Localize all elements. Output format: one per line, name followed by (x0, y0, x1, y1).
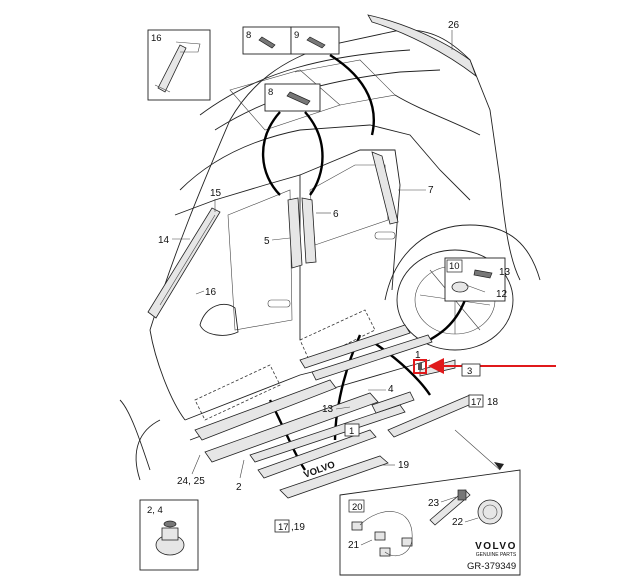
brand-subtitle: GENUINE PARTS (475, 552, 517, 558)
callout-16-box: 16 (151, 33, 162, 44)
callout-17b: 17 (278, 522, 289, 533)
callout-1: 1 (415, 350, 421, 361)
brand-name: VOLVO (475, 541, 517, 552)
callout-20: 20 (352, 502, 363, 513)
detail-box-16 (147, 29, 211, 101)
callout-24-25: 24, 25 (177, 476, 205, 487)
car-body-outline (119, 29, 541, 481)
callout-14: 14 (158, 235, 170, 246)
callout-19b: ,19 (291, 522, 305, 533)
pillar-trims (287, 151, 399, 269)
callout-18: 18 (487, 397, 499, 408)
callout-7: 7 (428, 185, 434, 196)
callout-10: 10 (449, 261, 460, 272)
callout-13: 13 (322, 404, 334, 415)
callout-4: 4 (388, 384, 394, 395)
figure-id: GR-379349 (467, 561, 517, 572)
callout-15: 15 (210, 188, 222, 199)
callout-2-4: 2, 4 (147, 505, 163, 516)
callout-1b: 1 (349, 426, 354, 437)
callout-17a: 17 (471, 397, 482, 408)
callout-2: 2 (236, 482, 242, 493)
detail-box-8-9 (242, 26, 340, 55)
callout-21: 21 (348, 540, 360, 551)
callout-5: 5 (264, 236, 270, 247)
callout-3: 3 (467, 366, 472, 377)
sill-moldings (194, 324, 477, 499)
callout-26: 26 (448, 20, 460, 31)
detail-box-10-12-13 (444, 257, 506, 302)
callout-16: 16 (205, 287, 217, 298)
detail-box-wiring (339, 469, 521, 576)
callout-23: 23 (428, 498, 440, 509)
callout-13a: 13 (499, 267, 511, 278)
callout-8b: 8 (268, 87, 273, 98)
callout-9: 9 (294, 30, 299, 41)
callout-6: 6 (333, 209, 339, 220)
detail-box-8b (264, 83, 321, 112)
brand-logo: VOLVO GENUINE PARTS (466, 541, 526, 558)
callout-19: 19 (398, 460, 410, 471)
a-pillar-trim (147, 207, 221, 319)
callout-8a: 8 (246, 30, 251, 41)
callout-12: 12 (496, 289, 508, 300)
detail-box-clip (139, 499, 199, 571)
highlight-marker (413, 358, 556, 374)
callout-22: 22 (452, 517, 464, 528)
part-26-roof-spoiler (367, 14, 477, 78)
